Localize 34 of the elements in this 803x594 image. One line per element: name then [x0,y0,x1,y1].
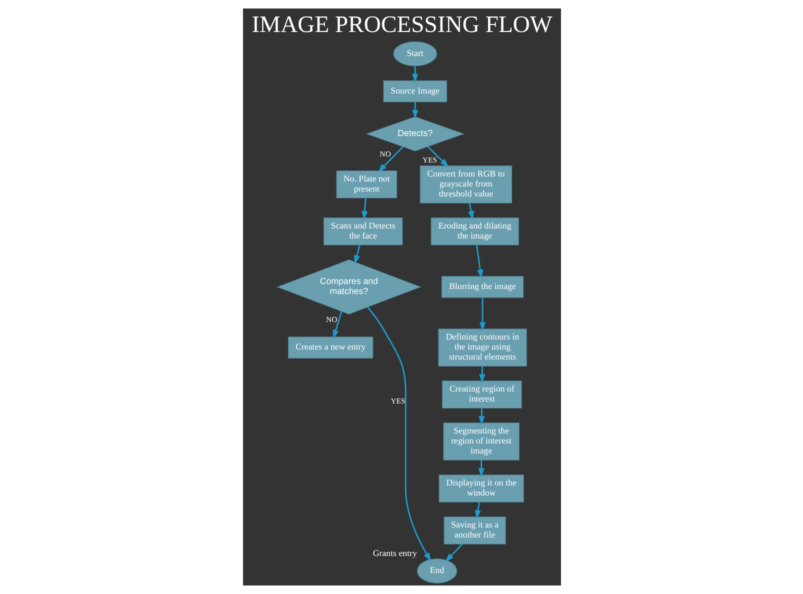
node-diamond: Detects? [365,116,464,152]
node-box: Convert from RGB to grayscale from threshold value [419,165,512,204]
arrow [444,544,462,562]
node-box: Creating region of interest [442,380,522,408]
node-ellipse: Start [392,41,437,66]
node-ellipse: End [416,558,457,584]
arrow [468,202,474,220]
arrow [478,298,486,332]
arrow [412,102,418,119]
arrow [475,245,483,278]
arrow [478,366,485,384]
arrow [474,502,481,519]
node-box: Displaying it on the window [438,474,524,502]
node-box: Eroding and dilating the image [430,218,518,246]
node-box: Saving it as a another file [443,516,506,544]
node-box: Scans and Detects the face [323,218,402,246]
node-box: Defining contours in the image using structural elements [438,328,526,366]
arrow [426,146,448,168]
node-box: Source Image [382,80,447,102]
arrow [332,311,342,339]
arrow [478,408,484,425]
arrow [361,198,368,220]
node-box: Segmenting the region of interest image [442,422,519,460]
node-label: Grants entry [372,548,416,558]
node-box: Creates a new entry [288,336,373,358]
diagram-title: IMAGE PROCESSING FLOW [251,12,552,38]
node-diamond: Compares and matches? [276,259,421,314]
arrow [412,66,418,83]
arrow [478,460,484,478]
arrow [366,306,431,562]
node-box: No. Plate not present [336,170,397,198]
arrow [353,244,360,264]
arrow [378,146,403,172]
node-box: Blurring the image [440,276,524,298]
